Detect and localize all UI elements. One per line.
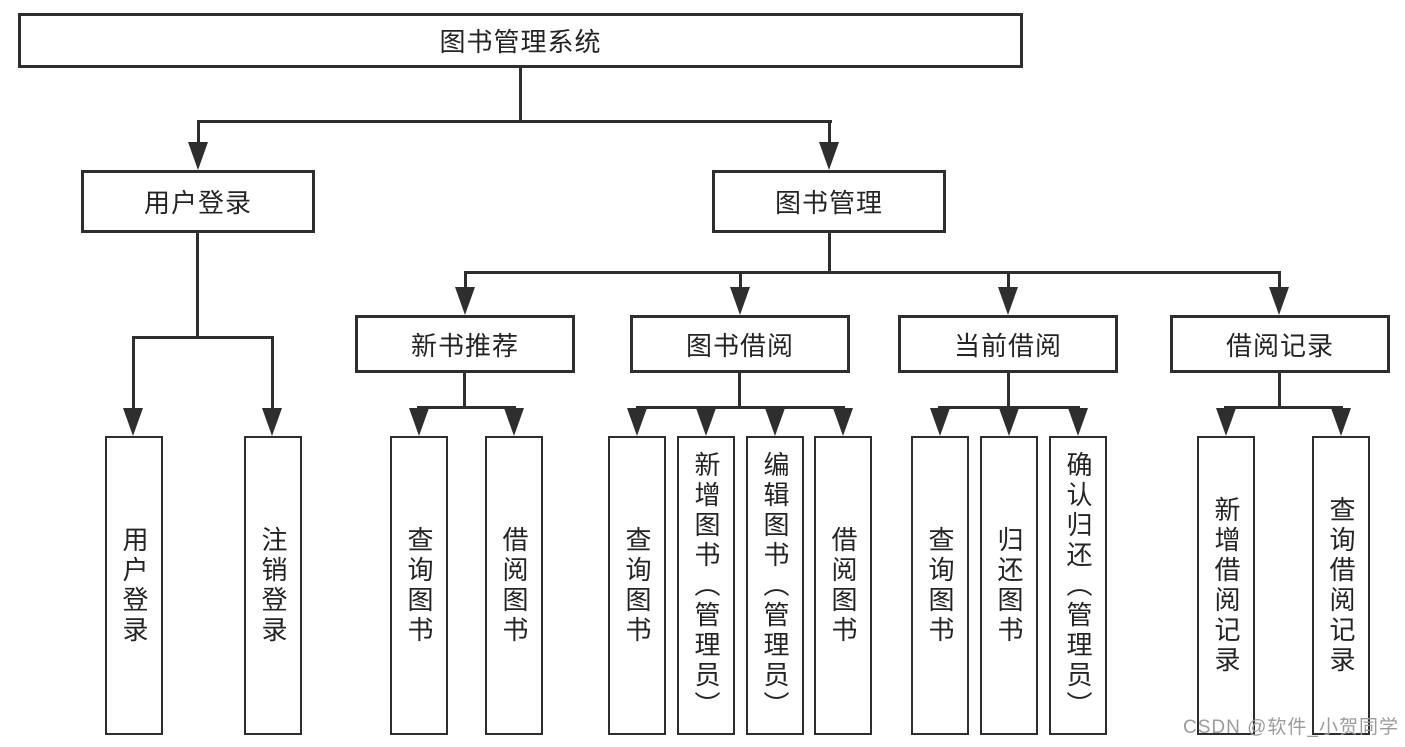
node-user-login: 用户登录 [81, 170, 315, 233]
arrow-down-icon [409, 408, 429, 436]
arrow-down-icon [1269, 287, 1289, 315]
arrow-down-icon [188, 142, 208, 170]
connector-hline [938, 406, 1080, 409]
node-label: 用户登录 [143, 188, 252, 218]
arrow-down-icon [819, 142, 839, 170]
arrow-down-icon [1331, 408, 1351, 436]
connector-vline [1007, 372, 1010, 409]
leaf-label: 新增借阅记录 [1211, 495, 1241, 676]
arrow-down-icon [930, 408, 950, 436]
leaf-confirm-return-admin: 确认归还（管理员） [1049, 436, 1107, 735]
connector-vline [739, 271, 742, 291]
connector-vline [519, 66, 522, 122]
leaf-label: 查询图书 [622, 525, 652, 646]
leaf-user-login: 用户登录 [105, 436, 163, 735]
leaf-label: 借阅图书 [499, 525, 529, 646]
node-label: 借阅记录 [1225, 330, 1334, 361]
leaf-label: 用户登录 [119, 525, 149, 646]
leaf-borrow-books: 借阅图书 [814, 436, 872, 735]
node-borrowing-records: 借阅记录 [1170, 315, 1390, 373]
leaf-label: 查询借阅记录 [1326, 495, 1356, 676]
arrow-down-icon [1216, 408, 1236, 436]
leaf-label: 查询图书 [925, 525, 955, 646]
connector-vline [828, 120, 831, 146]
connector-hline [636, 406, 845, 409]
connector-hline [1224, 406, 1343, 409]
node-book-management: 图书管理 [712, 170, 946, 233]
arrow-down-icon [627, 408, 647, 436]
node-book-borrowing: 图书借阅 [630, 315, 850, 373]
node-library-management-system: 图书管理系统 [18, 13, 1023, 68]
connector-hline [417, 406, 516, 409]
arrow-down-icon [833, 408, 853, 436]
leaf-label: 归还图书 [994, 525, 1024, 646]
connector-vline [197, 120, 200, 146]
leaf-label: 查询图书 [404, 525, 434, 646]
connector-hline [464, 271, 1281, 274]
leaf-label: 编辑图书（管理员） [760, 450, 790, 721]
leaf-label: 注销登录 [258, 525, 288, 646]
arrow-down-icon [765, 408, 785, 436]
connector-hline [132, 336, 274, 339]
node-label: 图书管理 [774, 188, 883, 218]
node-label: 新书推荐 [410, 330, 519, 361]
arrow-down-icon [999, 408, 1019, 436]
connector-vline [271, 336, 274, 412]
connector-vline [828, 231, 831, 274]
connector-vline [738, 372, 741, 409]
node-label: 图书借阅 [685, 330, 794, 361]
leaf-edit-books-admin: 编辑图书（管理员） [746, 436, 804, 735]
arrow-down-icon [730, 287, 750, 315]
leaf-logout-login: 注销登录 [244, 436, 302, 735]
connector-vline [1007, 271, 1010, 291]
watermark: CSDN @软件_小贺同学 [1183, 717, 1399, 738]
node-new-book-recommendation: 新书推荐 [355, 315, 575, 373]
arrow-down-icon [262, 408, 282, 436]
connector-vline [1278, 271, 1281, 291]
connector-vline [196, 231, 199, 339]
leaf-add-borrow-record: 新增借阅记录 [1197, 436, 1255, 735]
connector-vline [1278, 372, 1281, 409]
connector-vline [463, 372, 466, 409]
leaf-query-borrow-record: 查询借阅记录 [1312, 436, 1370, 735]
leaf-query-books-borrow: 查询图书 [608, 436, 666, 735]
node-label: 当前借阅 [953, 330, 1062, 361]
connector-vline [132, 336, 135, 412]
leaf-return-books: 归还图书 [980, 436, 1038, 735]
arrow-down-icon [123, 408, 143, 436]
leaf-query-books-newbook: 查询图书 [390, 436, 448, 735]
arrow-down-icon [504, 408, 524, 436]
connector-vline [464, 271, 467, 291]
connector-hline [197, 120, 832, 123]
node-current-borrowing: 当前借阅 [898, 315, 1118, 373]
leaf-label: 确认归还（管理员） [1063, 450, 1093, 721]
arrow-down-icon [998, 287, 1018, 315]
leaf-label: 新增图书（管理员） [691, 450, 721, 721]
leaf-add-books-admin: 新增图书（管理员） [677, 436, 735, 735]
leaf-query-books-current: 查询图书 [911, 436, 969, 735]
arrow-down-icon [1068, 408, 1088, 436]
leaf-borrow-books-newbook: 借阅图书 [485, 436, 543, 735]
arrow-down-icon [696, 408, 716, 436]
leaf-label: 借阅图书 [828, 525, 858, 646]
arrow-down-icon [455, 287, 475, 315]
node-label: 图书管理系统 [439, 27, 602, 57]
